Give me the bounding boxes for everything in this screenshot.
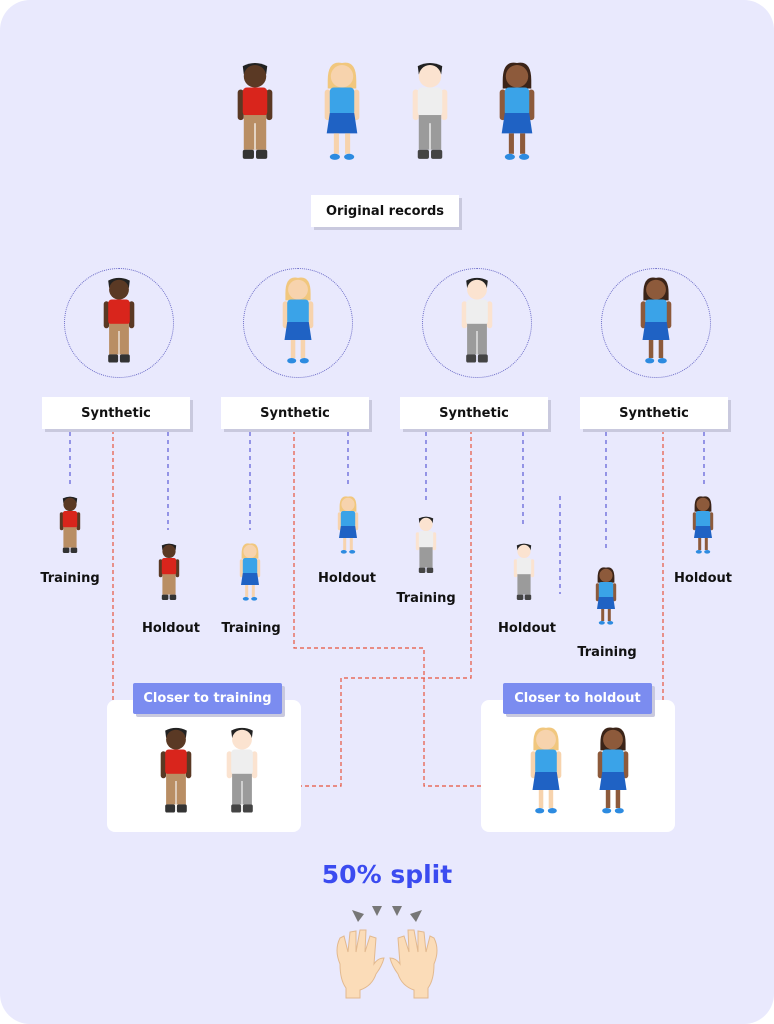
holdout-person-dark-red-shirt-icon <box>158 543 180 600</box>
holdout-person-brown-blue-dress-icon <box>692 496 714 554</box>
training-person-light-gray-shirt-icon <box>415 516 437 573</box>
result-person-dark-red-shirt-icon <box>160 727 192 813</box>
split-result-text: 50% split <box>321 860 453 889</box>
result-person-light-gray-shirt-icon <box>226 727 258 813</box>
closer-to-holdout-panel <box>481 700 675 832</box>
raised-hands-icon <box>336 906 438 999</box>
closer-to-holdout-tag: Closer to holdout <box>503 683 652 714</box>
person-light-gray-shirt-icon <box>412 63 448 159</box>
holdout-label-1: Holdout <box>142 621 200 636</box>
result-person-blonde-blue-dress-icon <box>530 727 562 814</box>
synthetic-person-light-gray-shirt-icon <box>461 277 493 363</box>
holdout-label-3: Holdout <box>498 621 556 636</box>
holdout-label-2: Holdout <box>318 571 376 586</box>
person-brown-blue-dress-icon <box>499 62 535 160</box>
holdout-person-light-gray-shirt-icon <box>513 543 535 600</box>
holdout-label-4: Holdout <box>674 571 732 586</box>
original-records-label: Original records <box>311 195 459 227</box>
training-label-4: Training <box>577 645 637 660</box>
training-person-dark-red-shirt-icon <box>59 496 81 553</box>
training-label-1: Training <box>40 571 100 586</box>
training-person-brown-blue-dress-icon <box>595 567 617 625</box>
person-blonde-blue-dress-icon <box>324 62 360 160</box>
result-person-brown-blue-dress-icon <box>597 727 629 814</box>
synthetic-label-1: Synthetic <box>42 397 190 429</box>
synthetic-person-blonde-blue-dress-icon <box>282 277 314 364</box>
holdout-person-blonde-blue-dress-icon <box>337 496 359 554</box>
synthetic-ring-3 <box>422 268 532 378</box>
training-label-2: Training <box>221 621 281 636</box>
synthetic-label-3: Synthetic <box>400 397 548 429</box>
synthetic-ring-1 <box>64 268 174 378</box>
person-dark-red-shirt-icon <box>237 63 273 159</box>
synthetic-label-4: Synthetic <box>580 397 728 429</box>
closer-to-training-tag: Closer to training <box>133 683 282 714</box>
synthetic-person-dark-red-shirt-icon <box>103 277 135 363</box>
synthetic-person-brown-blue-dress-icon <box>640 277 672 364</box>
synthetic-ring-4 <box>601 268 711 378</box>
training-person-blonde-blue-dress-icon <box>239 543 261 601</box>
synthetic-ring-2 <box>243 268 353 378</box>
synthetic-label-2: Synthetic <box>221 397 369 429</box>
training-label-3: Training <box>396 591 456 606</box>
closer-to-training-panel <box>107 700 301 832</box>
